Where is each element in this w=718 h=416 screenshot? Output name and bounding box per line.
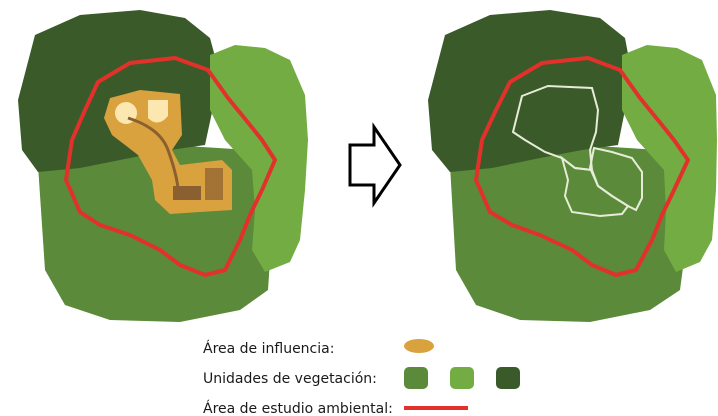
map-after	[428, 10, 717, 322]
study-area-outline	[474, 56, 690, 277]
vegetation-unit-medium	[450, 145, 688, 322]
facility-shield	[148, 100, 168, 123]
access-road	[127, 116, 180, 189]
legend-study-area-line	[404, 406, 468, 410]
legend-influence-swatch	[404, 339, 434, 353]
vegetation-unit-dark	[428, 10, 632, 172]
facility-tower	[205, 168, 223, 200]
legend: Área de influencia: Unidades de vegetaci…	[203, 339, 520, 416]
facility-block	[173, 186, 201, 200]
overlap-zone-medium	[560, 155, 630, 218]
legend-influence-label: Área de influencia:	[203, 340, 334, 357]
legend-study-area-label: Área de estudio ambiental:	[203, 400, 393, 416]
right-arrow-icon	[348, 122, 402, 208]
study-area-outline	[64, 56, 277, 277]
legend-vegetation-label: Unidades de vegetación:	[203, 371, 377, 387]
map-before	[18, 10, 308, 322]
legend-vegetation-swatch-medium	[404, 367, 428, 389]
vegetation-unit-light	[210, 45, 308, 272]
legend-vegetation-swatch-dark	[496, 367, 520, 389]
vegetation-unit-light	[622, 45, 717, 272]
legend-vegetation-swatch-light	[450, 367, 474, 389]
